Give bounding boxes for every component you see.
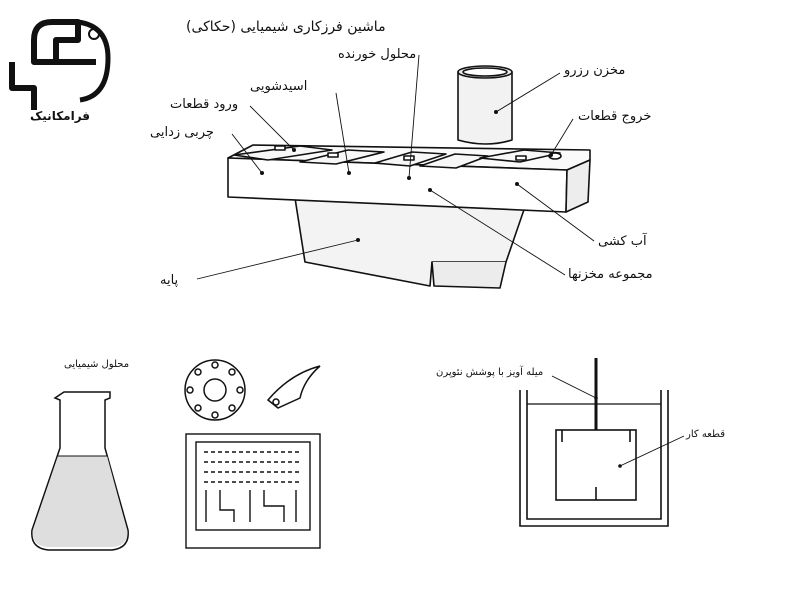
- leader-lines: [196, 54, 595, 280]
- label-degrease: چربی زدایی: [150, 125, 214, 140]
- label-rinse: آب کشی: [598, 234, 647, 249]
- flask: [31, 391, 129, 551]
- label-base: پایه: [160, 273, 179, 288]
- hook-part: [266, 365, 321, 409]
- logo-text: فرامکانیک: [30, 109, 91, 123]
- label-hanger-rod: میله آویز با پوشش نئوپرن: [436, 367, 544, 378]
- label-tanks: مجموعه مخزنها: [568, 267, 653, 282]
- label-parts-out: خروج قطعات: [578, 109, 652, 124]
- machine-body: [227, 65, 591, 289]
- label-parts-in: ورود قطعات: [170, 97, 239, 112]
- hanger-leaders: [551, 375, 685, 467]
- lid-handle: [403, 155, 415, 161]
- gear-logo-icon: [9, 19, 111, 110]
- leader-dots: [260, 110, 553, 242]
- label-flask-solution: محلول شیمیایی: [64, 359, 130, 370]
- label-workpiece: قطعه کار: [686, 429, 725, 440]
- label-reservoir: مخزن رزرو: [564, 63, 626, 78]
- label-etchant: محلول خورنده: [338, 47, 417, 62]
- circuit-plate: [185, 433, 321, 549]
- machine-title: ماشین فرزکاری شیمیایی (حکاکی): [186, 19, 386, 35]
- lid-handle: [327, 152, 339, 158]
- lid-handle: [515, 155, 527, 161]
- lid-handle: [274, 145, 286, 151]
- label-acid-wash: اسیدشویی: [250, 79, 308, 94]
- washer-part: [184, 359, 246, 421]
- flask-solution: [32, 456, 128, 547]
- immersion-tank: [519, 358, 669, 527]
- reserve-tank: [457, 71, 513, 145]
